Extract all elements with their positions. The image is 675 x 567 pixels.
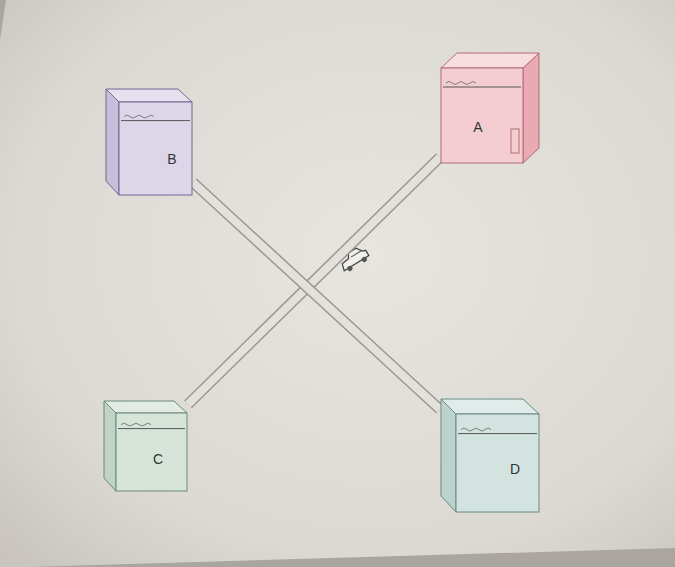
computer-node: D <box>440 398 540 513</box>
computer-tower <box>440 52 540 164</box>
computer-node: A <box>440 52 540 164</box>
cable-connector <box>193 182 440 409</box>
computer-tower <box>440 398 540 513</box>
cable-connector <box>188 157 440 404</box>
node-label: B <box>167 152 176 167</box>
computer-tower <box>105 88 193 196</box>
computer-node: C <box>103 400 188 492</box>
node-label: A <box>473 120 482 135</box>
node-label: D <box>510 462 520 477</box>
computer-node: B <box>105 88 193 196</box>
computer-tower <box>103 400 188 492</box>
node-label: C <box>153 452 163 467</box>
